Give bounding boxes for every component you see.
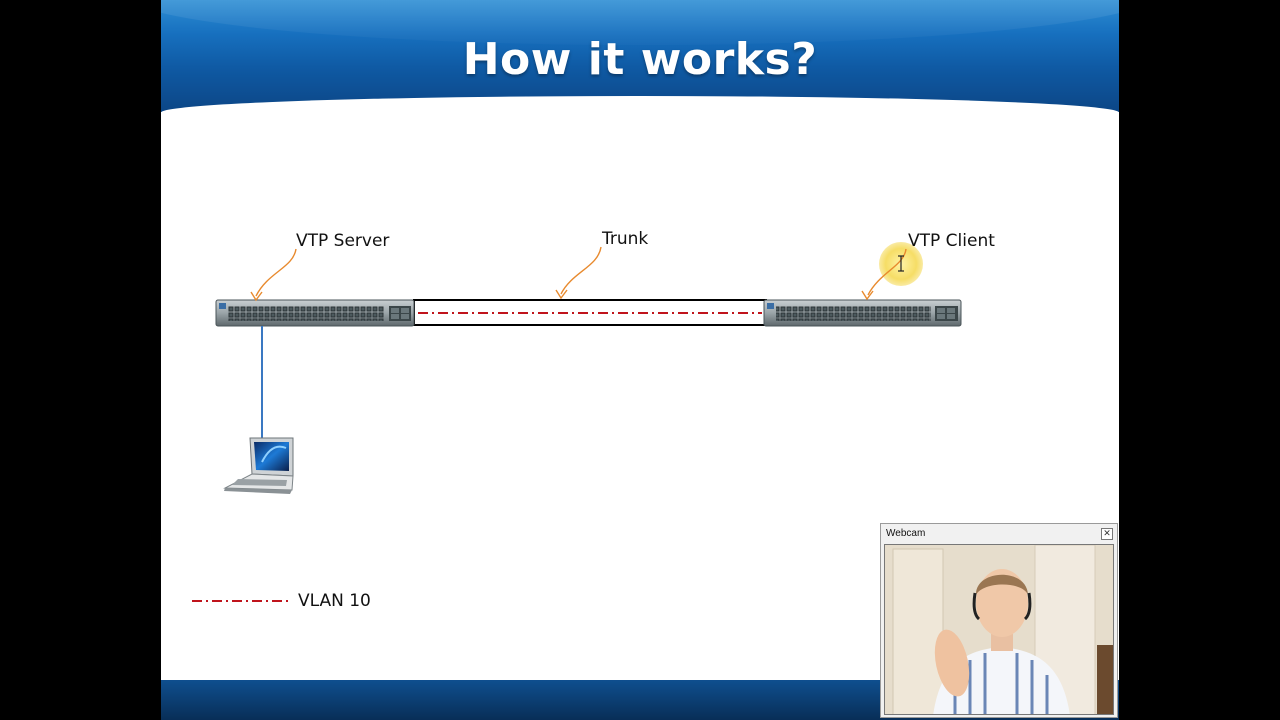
close-icon[interactable]: ✕ [1101, 528, 1113, 540]
trunk-link [413, 299, 767, 326]
slide-title: How it works? [462, 34, 818, 85]
text-cursor-icon [898, 255, 904, 272]
legend-label: VLAN 10 [298, 591, 371, 611]
vtp-server-switch [215, 299, 415, 327]
webcam-video [884, 544, 1114, 715]
vtp-server-label: VTP Server [296, 231, 390, 251]
trunk-label: Trunk [602, 229, 649, 249]
client-callout-arrow [861, 248, 907, 301]
laptop-icon [223, 437, 294, 494]
banner-edge [161, 96, 1119, 116]
slide: How it works? [161, 0, 1119, 720]
trunk-callout-arrow [555, 246, 602, 300]
vtp-client-switch [763, 299, 962, 327]
title-banner: How it works? [161, 0, 1119, 116]
vtp-client-label: VTP Client [908, 231, 995, 251]
server-callout-arrow [250, 248, 297, 302]
presenter-video [885, 545, 1113, 714]
webcam-title: Webcam [886, 528, 926, 539]
webcam-window[interactable]: Webcam ✕ [880, 523, 1118, 718]
